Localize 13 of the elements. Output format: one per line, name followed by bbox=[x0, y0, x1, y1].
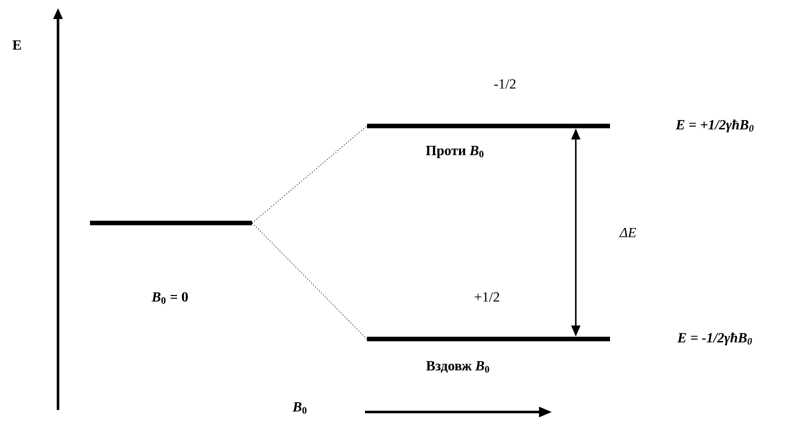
spin-label: +1/2 bbox=[474, 292, 500, 302]
axis-label: E bbox=[12, 40, 21, 50]
connector-line bbox=[252, 126, 368, 224]
energy-level bbox=[90, 220, 252, 226]
connector-line bbox=[252, 222, 368, 340]
level-label: Вздовж B$_{0}$ bbox=[426, 361, 490, 373]
edge-label: ΔE bbox=[618, 226, 638, 238]
energy-formula: E = -1/2γħB$_{0}$ bbox=[677, 332, 752, 346]
axis-label: B$_{0}$ bbox=[292, 402, 306, 414]
energy-formula: E = +1/2γħB$_{0}$ bbox=[676, 120, 754, 132]
spin-label: -1/2 bbox=[494, 79, 516, 89]
field-label: B$_{0}$ = 0 bbox=[152, 292, 188, 304]
level-label: Проти B$_{0}$ bbox=[426, 146, 484, 158]
